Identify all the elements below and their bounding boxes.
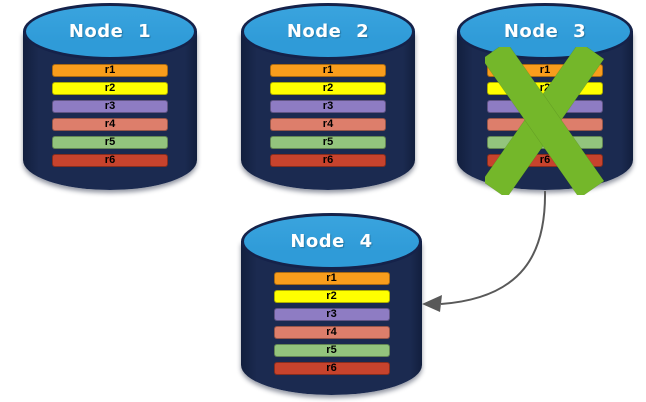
record-bar-r1: r1 bbox=[273, 272, 390, 285]
node-1-title: Node 1 bbox=[68, 21, 152, 42]
record-bar-r4: r4 bbox=[270, 118, 386, 131]
record-bar-r2: r2 bbox=[52, 82, 168, 95]
node-3-title: Node 3 bbox=[503, 21, 587, 42]
record-bar-r1: r1 bbox=[52, 64, 168, 77]
record-bar-r2: r2 bbox=[270, 82, 386, 95]
record-bar-r4: r4 bbox=[52, 118, 168, 131]
record-bar-r6: r6 bbox=[52, 154, 168, 167]
record-bar-r1: r1 bbox=[270, 64, 386, 77]
node-4-cylinder: Node 4 r1 r2 r3 r4 r5 r6 bbox=[241, 213, 422, 395]
node-4-cylinder-top: Node 4 bbox=[241, 213, 422, 270]
node-1-records: r1 r2 r3 r4 r5 r6 bbox=[52, 64, 168, 172]
record-bar-r6: r6 bbox=[270, 154, 386, 167]
failure-cross-icon bbox=[485, 47, 605, 195]
record-bar-r2: r2 bbox=[273, 290, 390, 303]
arrow-head-icon bbox=[422, 295, 442, 312]
node-3-cylinder-top: Node 3 bbox=[457, 3, 633, 60]
node-4-records: r1 r2 r3 r4 r5 r6 bbox=[273, 272, 390, 380]
record-bar-r3: r3 bbox=[270, 100, 386, 113]
node-1-cylinder-top: Node 1 bbox=[23, 3, 197, 60]
record-bar-r5: r5 bbox=[270, 136, 386, 149]
record-bar-r3: r3 bbox=[273, 308, 390, 321]
record-bar-r5: r5 bbox=[52, 136, 168, 149]
node-2-cylinder: Node 2 r1 r2 r3 r4 r5 r6 bbox=[241, 3, 415, 190]
node-2-title: Node 2 bbox=[286, 21, 370, 42]
record-bar-r3: r3 bbox=[52, 100, 168, 113]
record-bar-r4: r4 bbox=[273, 326, 390, 339]
record-bar-r6: r6 bbox=[273, 362, 390, 375]
node-1-cylinder: Node 1 r1 r2 r3 r4 r5 r6 bbox=[23, 3, 197, 190]
record-bar-r5: r5 bbox=[273, 344, 390, 357]
node-2-cylinder-top: Node 2 bbox=[241, 3, 415, 60]
node-2-records: r1 r2 r3 r4 r5 r6 bbox=[270, 64, 386, 172]
node-4-title: Node 4 bbox=[290, 231, 373, 252]
